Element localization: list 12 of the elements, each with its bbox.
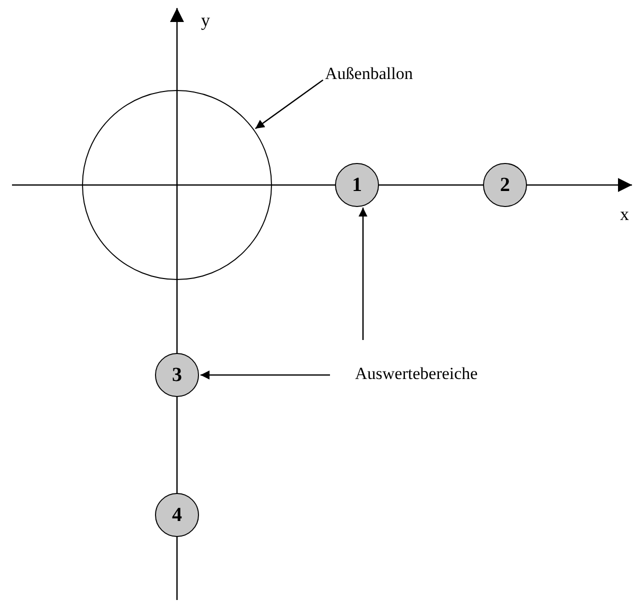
numbered-circle: 4	[155, 493, 199, 537]
axis-label: y	[201, 10, 210, 31]
balloon-circle	[82, 90, 272, 280]
leader-arrow	[200, 370, 330, 380]
numbered-circle: 1	[335, 163, 379, 207]
axis-label: x	[620, 204, 629, 225]
numbered-circle: 3	[155, 353, 199, 397]
callout-label: Außenballon	[325, 64, 413, 84]
leader-arrow	[358, 208, 368, 340]
leader-arrow	[254, 79, 324, 130]
callout-label: Auswertebereiche	[355, 364, 478, 384]
numbered-circle: 2	[483, 163, 527, 207]
